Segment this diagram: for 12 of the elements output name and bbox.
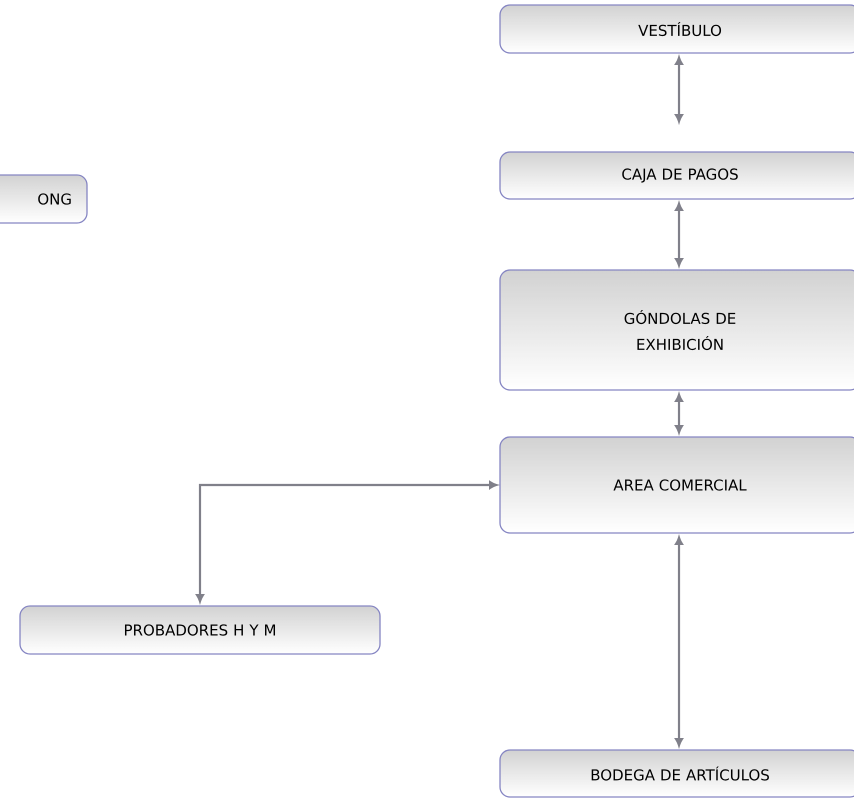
process-box: AREA COMERCIAL [499, 436, 854, 534]
process-box: GÓNDOLAS DE EXHIBICIÓN [499, 269, 854, 391]
process-box: PROBADORES H Y M [19, 605, 381, 655]
process-box: CAJA DE PAGOS [499, 151, 854, 200]
arrow [675, 394, 683, 434]
process-box: VESTÍBULO [499, 4, 854, 54]
arrow [675, 202, 683, 266]
arrow [675, 56, 683, 122]
process-box: ONG [0, 174, 88, 224]
arrow [196, 481, 498, 602]
process-box: BODEGA DE ARTÍCULOS [499, 749, 854, 798]
arrow [675, 536, 683, 746]
